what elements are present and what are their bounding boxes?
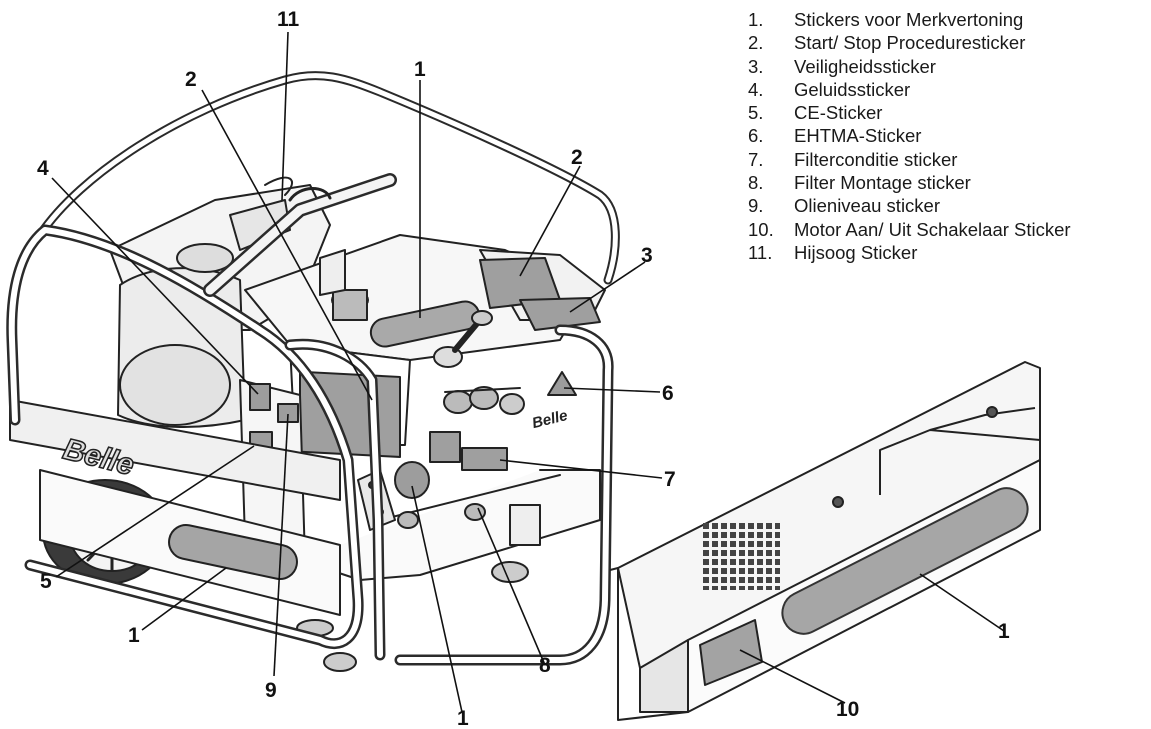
legend-item-8: 8.Filter Montage sticker	[748, 172, 971, 194]
cover-tray-illustration	[609, 361, 1041, 721]
filter-condition-sticker-2	[461, 447, 508, 471]
callout-7: 7	[664, 468, 676, 491]
callout-1-top: 1	[414, 58, 426, 81]
callout-10: 10	[836, 698, 859, 721]
power-pack-illustration	[6, 71, 620, 672]
legend-item-11: 11.Hijsoog Sticker	[748, 241, 918, 263]
callout-1-tray: 1	[998, 620, 1010, 643]
side-rail	[9, 399, 341, 501]
callout-2-right: 2	[571, 146, 583, 169]
legend-item-4: 4.Geluidssticker	[748, 78, 911, 100]
ehtma-sticker-triangle	[547, 371, 577, 396]
callout-numbers: 11 2 1 4 2 3 6 7 5 1 9 8 1 1 10	[37, 8, 1010, 729]
legend-item-2: 2.Start/ Stop Proceduresticker	[748, 32, 1026, 54]
filter-condition-sticker	[429, 431, 461, 463]
callout-4: 4	[37, 157, 49, 180]
callout-9: 9	[265, 679, 277, 702]
callout-5: 5	[40, 570, 52, 593]
callout-2-top: 2	[185, 68, 197, 91]
sticker-oval-side	[168, 524, 298, 580]
legend-item-5: 5.CE-Sticker	[748, 102, 883, 124]
tray-back-wall	[617, 361, 1041, 669]
sticker-oval-tray	[781, 487, 1029, 635]
sticker-legend: 1.Stickers voor Merkvertoning 2.Start/ S…	[748, 8, 1148, 264]
callout-1-bottom: 1	[457, 707, 469, 729]
legend-item-1: 1.Stickers voor Merkvertoning	[748, 9, 1024, 30]
callout-6: 6	[662, 382, 674, 405]
brand-logo-front: Belle	[530, 407, 569, 432]
legend-item-9: 9.Olieniveau sticker	[748, 195, 941, 217]
callout-11: 11	[277, 8, 300, 31]
hydraulic-couplers	[443, 386, 525, 415]
tray-grille	[700, 520, 780, 590]
legend-item-6: 6.EHTMA-Sticker	[748, 125, 922, 147]
legend-item-3: 3.Veiligheidssticker	[748, 55, 936, 77]
filter-mount-sticker	[394, 461, 430, 499]
legend-item-10: 10.Motor Aan/ Uit Schakelaar Sticker	[748, 218, 1071, 240]
callout-8: 8	[539, 654, 551, 677]
callout-3: 3	[641, 244, 653, 267]
callout-1-side: 1	[128, 624, 140, 647]
leader-lines	[51, 31, 1005, 713]
legend-item-7: 7.Filterconditie sticker	[748, 148, 958, 170]
